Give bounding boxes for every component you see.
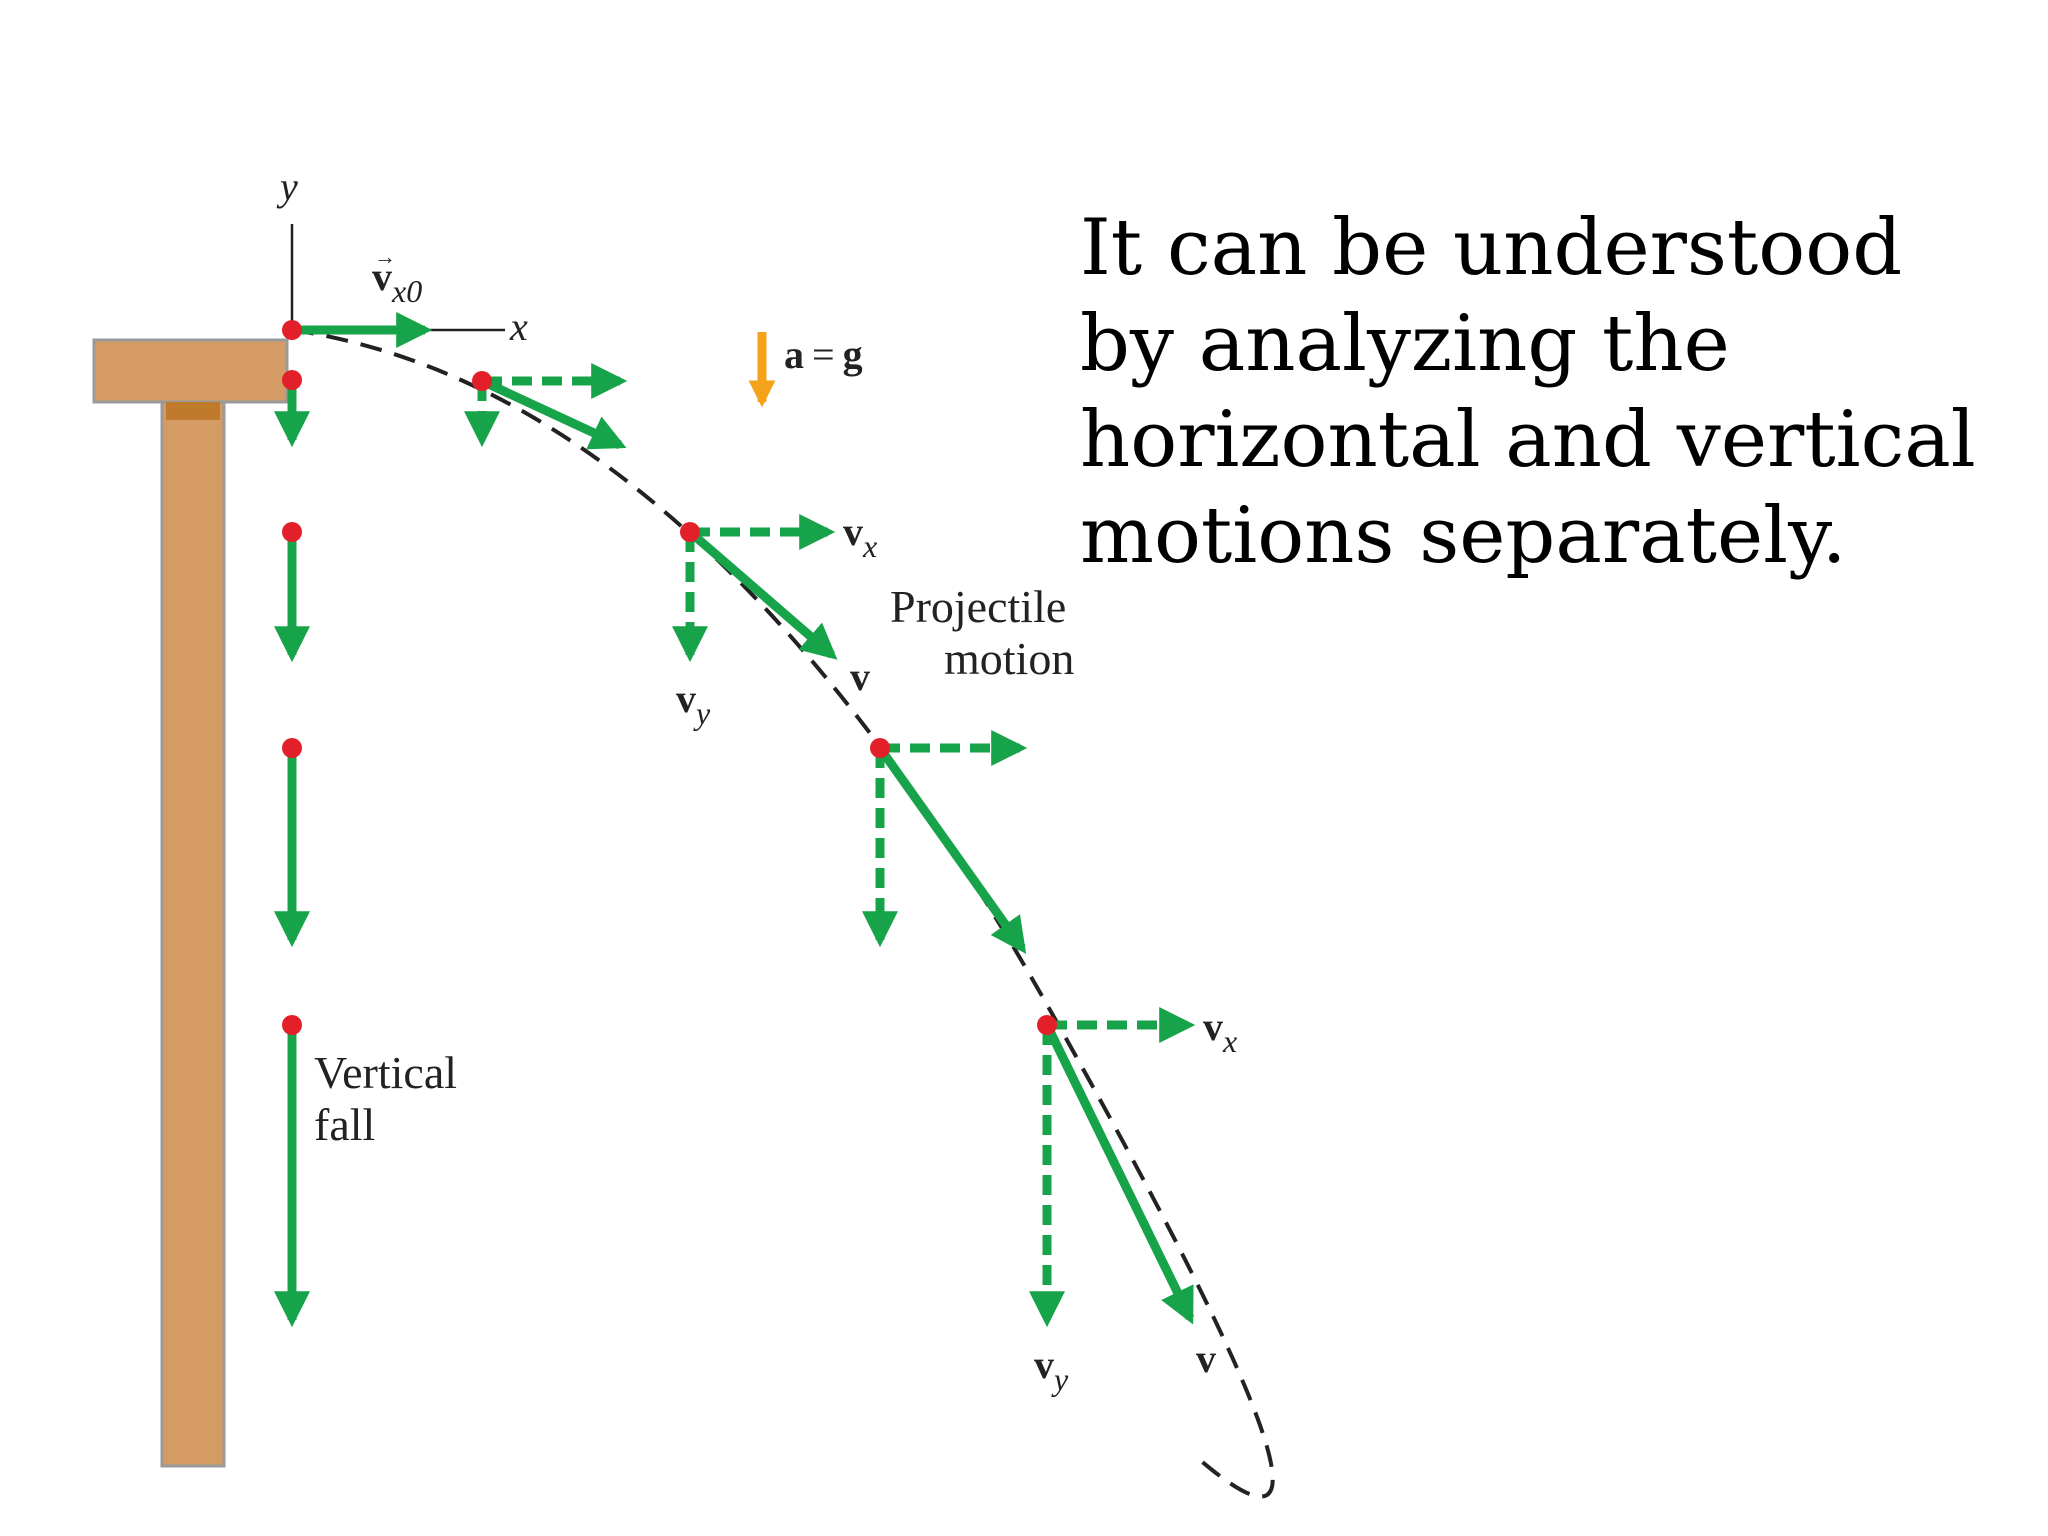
fall-ball-0 xyxy=(282,320,302,340)
vx-label-upper: vx xyxy=(843,509,877,564)
y-axis-label: y xyxy=(276,164,298,209)
table xyxy=(92,338,289,1468)
v-label-upper: v xyxy=(850,654,870,699)
fall-ball-2 xyxy=(282,522,302,542)
v-vector-2 xyxy=(687,528,838,660)
v-vector-3 xyxy=(876,745,1027,954)
v-vector-4 xyxy=(1042,1023,1195,1325)
fall-ball-3 xyxy=(282,738,302,758)
projectile-point-1 xyxy=(464,363,628,450)
vx-label-lower: vx xyxy=(1203,1004,1237,1059)
projectile-point-3 xyxy=(862,730,1028,954)
trajectory-curve xyxy=(291,328,1275,1499)
table-leg-shade xyxy=(166,402,220,420)
v-label-lower: v xyxy=(1196,1336,1216,1381)
projectile-ball-3 xyxy=(870,738,890,758)
vertical-fall-label-line1: Vertical xyxy=(314,1047,457,1098)
table-leg xyxy=(160,400,226,1468)
vx0-arrow-hat: → xyxy=(374,244,396,269)
accel-label: a=g xyxy=(784,332,863,377)
projectile-point-2: vx vy v Projectile motion xyxy=(672,509,1074,731)
projectile-ball-4 xyxy=(1037,1015,1057,1035)
fall-ball-1 xyxy=(282,370,302,390)
projectile-ball-2 xyxy=(680,522,700,542)
vx0-label: vx0 xyxy=(372,254,422,309)
axes: y x xyxy=(276,164,528,349)
vertical-fall-column: Vertical fall xyxy=(274,320,457,1328)
vy-label-lower: vy xyxy=(1034,1342,1069,1397)
table-top xyxy=(92,338,289,404)
projectile-motion-label-line2: motion xyxy=(944,633,1074,684)
fall-ball-4 xyxy=(282,1015,302,1035)
x-axis-label: x xyxy=(509,304,528,349)
projectile-point-4: vx vy v xyxy=(1029,1004,1237,1397)
projectile-motion-label-line1: Projectile xyxy=(890,581,1066,632)
vertical-fall-label-line2: fall xyxy=(314,1099,375,1150)
slide-body-text: It can be understood by analyzing the ho… xyxy=(1080,203,1976,581)
v-vector-1 xyxy=(480,376,627,450)
projectile-ball-1 xyxy=(472,371,492,391)
vy-label-upper: vy xyxy=(676,676,711,731)
